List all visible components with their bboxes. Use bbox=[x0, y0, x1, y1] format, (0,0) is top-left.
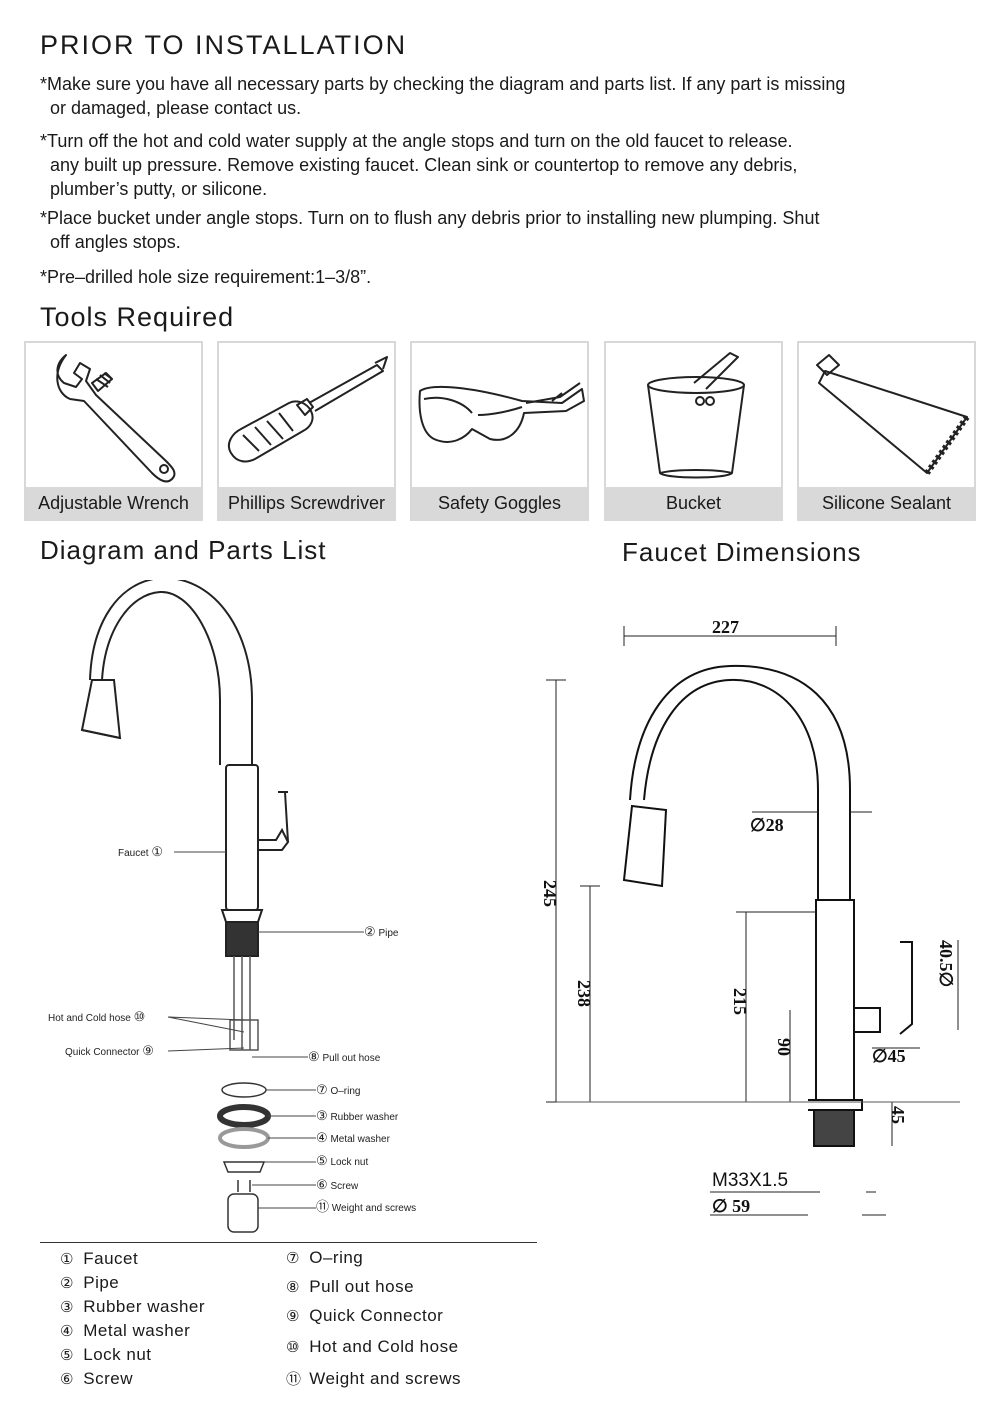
callout-pipe: ② Pipe bbox=[364, 924, 399, 939]
tool-card-bucket: Bucket bbox=[604, 341, 783, 521]
wrench-icon bbox=[56, 354, 176, 483]
callout-oring: ⑦ O–ring bbox=[316, 1082, 360, 1097]
tool-label-goggles: Safety Goggles bbox=[412, 487, 587, 519]
section-title-diagram: Diagram and Parts List bbox=[40, 535, 327, 565]
tool-card-screwdriver: Phillips Screwdriver bbox=[217, 341, 396, 521]
dim-handle-height: 90 bbox=[774, 1038, 794, 1056]
dim-body-height: 215 bbox=[730, 988, 750, 1015]
sealant-tube-icon bbox=[816, 354, 970, 475]
faucet-body-drawing bbox=[80, 580, 290, 957]
note-bucket-flush: *Place bucket under angle stops. Turn on… bbox=[40, 208, 820, 252]
note-water-supply: *Turn off the hot and cold water supply … bbox=[40, 131, 798, 199]
note-parts-check: *Make sure you have all necessary parts … bbox=[40, 74, 846, 118]
callout-lock-nut: ⑤ Lock nut bbox=[316, 1153, 368, 1168]
rubber-washer-drawing bbox=[217, 1104, 271, 1128]
list-item: ② Pipe bbox=[60, 1273, 120, 1292]
tool-label-screwdriver: Phillips Screwdriver bbox=[219, 487, 394, 519]
callout-pull-out-hose: ⑧ Pull out hose bbox=[308, 1049, 381, 1064]
tool-card-sealant: Silicone Sealant bbox=[797, 341, 976, 521]
dim-thread: M33X1.5 bbox=[712, 1170, 788, 1191]
callout-screw: ⑥ Screw bbox=[316, 1177, 359, 1192]
dim-base-diameter: ∅ 59 bbox=[712, 1196, 750, 1216]
list-item: ⑥ Screw bbox=[60, 1369, 133, 1388]
tool-card-wrench: Adjustable Wrench bbox=[24, 341, 203, 521]
section-title-tools: Tools Required bbox=[40, 302, 235, 332]
callout-metal-washer: ④ Metal washer bbox=[316, 1130, 391, 1145]
dim-handle-diameter: 40.5∅ bbox=[936, 940, 956, 987]
list-item: ① Faucet bbox=[60, 1249, 139, 1268]
dim-width: 227 bbox=[712, 617, 739, 637]
list-item: ⑧ Pull out hose bbox=[286, 1277, 415, 1296]
callout-faucet: Faucet ① bbox=[118, 844, 163, 859]
screwdriver-icon bbox=[227, 356, 388, 463]
list-item: ③ Rubber washer bbox=[60, 1297, 206, 1316]
metal-washer-drawing bbox=[218, 1127, 270, 1149]
dim-total-height: 245 bbox=[540, 880, 560, 907]
exploded-parts-diagram: Faucet ① ② Pipe Hot and Cold hose ⑩ Quic… bbox=[48, 580, 416, 1233]
tool-label-bucket: Bucket bbox=[606, 487, 781, 519]
section-title-prior: PRIOR TO INSTALLATION bbox=[40, 30, 408, 60]
tool-card-goggles: Safety Goggles bbox=[410, 341, 589, 521]
dim-spout-height: 238 bbox=[574, 980, 594, 1007]
hose-drawing bbox=[229, 956, 259, 1051]
tool-label-wrench: Adjustable Wrench bbox=[26, 487, 201, 519]
dim-body-diameter: ∅45 bbox=[872, 1046, 906, 1066]
callout-weight: ⑪ Weight and screws bbox=[316, 1199, 416, 1214]
callout-rubber-washer: ③ Rubber washer bbox=[316, 1108, 399, 1123]
lock-nut-drawing bbox=[222, 1161, 266, 1173]
parts-list-divider bbox=[40, 1242, 537, 1243]
bucket-icon bbox=[647, 352, 745, 479]
list-item: ⑩ Hot and Cold hose bbox=[286, 1337, 459, 1356]
oring-drawing bbox=[221, 1082, 267, 1098]
list-item: ⑪ Weight and screws bbox=[286, 1369, 462, 1388]
callout-quick-connector: Quick Connector ⑨ bbox=[65, 1043, 154, 1058]
callout-hot-cold-hose: Hot and Cold hose ⑩ bbox=[48, 1009, 145, 1024]
list-item: ⑦ O–ring bbox=[286, 1248, 364, 1267]
goggles-icon bbox=[418, 382, 585, 443]
tool-label-sealant: Silicone Sealant bbox=[799, 487, 974, 519]
dim-base-height: 45 bbox=[888, 1106, 908, 1124]
list-item: ④ Metal washer bbox=[60, 1321, 191, 1340]
dim-spout-diameter: ∅28 bbox=[750, 815, 784, 835]
list-item: ⑤ Lock nut bbox=[60, 1345, 152, 1364]
screw-drawing bbox=[237, 1180, 251, 1192]
note-hole-size: *Pre–drilled hole size requirement:1–3/8… bbox=[40, 267, 372, 287]
section-title-dimensions: Faucet Dimensions bbox=[622, 537, 862, 567]
list-item: ⑨ Quick Connector bbox=[286, 1306, 444, 1325]
weight-drawing bbox=[227, 1193, 259, 1233]
faucet-dimensions-drawing: 227 245 238 215 90 45 ∅28 40.5∅ ∅45 M33X… bbox=[540, 617, 960, 1216]
